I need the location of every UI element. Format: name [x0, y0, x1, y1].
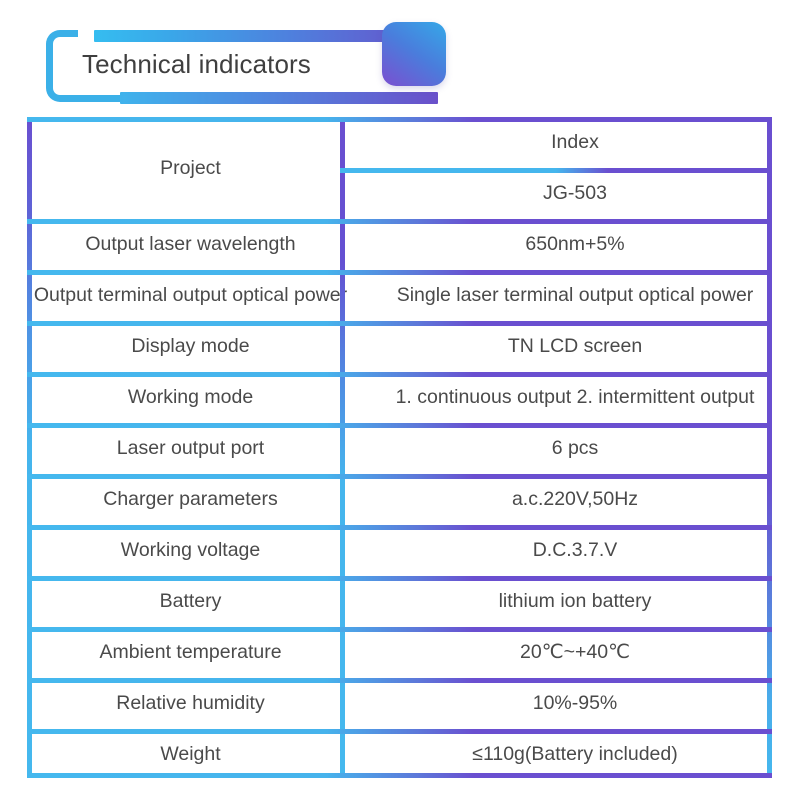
table-row: Charger parameters a.c.220V,50Hz [27, 474, 796, 525]
cell-label-relative-humidity: Relative humidity [27, 678, 354, 729]
cell-model: JG-503 [354, 168, 796, 219]
cell-project-header: Project [27, 117, 354, 219]
cell-value-weight: ≤110g(Battery included) [354, 729, 796, 780]
cell-value-working-mode: 1. continuous output 2. intermittent out… [354, 372, 796, 423]
cell-label-display-mode: Display mode [27, 321, 354, 372]
table-row: Ambient temperature 20℃~+40℃ [27, 627, 796, 678]
cell-label-output-port: Laser output port [27, 423, 354, 474]
cell-value-display-mode: TN LCD screen [354, 321, 796, 372]
table-row: Output laser wavelength 650nm+5% [27, 219, 796, 270]
table-row: JG-503 [27, 168, 796, 219]
cell-index-header: Index [354, 117, 796, 168]
cell-label-working-voltage: Working voltage [27, 525, 354, 576]
table-row: Relative humidity 10%-95% [27, 678, 796, 729]
cell-label-charger: Charger parameters [27, 474, 354, 525]
cell-label-wavelength: Output laser wavelength [27, 219, 354, 270]
cell-value-ambient-temperature: 20℃~+40℃ [354, 627, 796, 678]
cell-value-working-voltage: D.C.3.7.V [354, 525, 796, 576]
cell-label-battery: Battery [27, 576, 354, 627]
cell-value-charger: a.c.220V,50Hz [354, 474, 796, 525]
table-row: Output terminal output optical power Sin… [27, 270, 796, 321]
page-title: Technical indicators [82, 49, 311, 79]
cell-label-weight: Weight [27, 729, 354, 780]
table-row: Working mode 1. continuous output 2. int… [27, 372, 796, 423]
technical-indicators-table: Project Index JG-503 Output laser wavele… [27, 117, 796, 780]
table-row: Display mode TN LCD screen [27, 321, 796, 372]
page-header: Technical indicators [0, 0, 800, 117]
header-bar-bottom-icon [120, 92, 438, 104]
cell-value-wavelength: 650nm+5% [354, 219, 796, 270]
table-row: Weight ≤110g(Battery included) [27, 729, 796, 780]
header-bar-top-icon [94, 30, 438, 42]
cell-value-output-port: 6 pcs [354, 423, 796, 474]
table-row: Battery lithium ion battery [27, 576, 796, 627]
cell-label-ambient-temperature: Ambient temperature [27, 627, 354, 678]
table-body: Project Index JG-503 Output laser wavele… [27, 117, 796, 780]
header-square-icon [382, 22, 446, 86]
table-row: Project Index [27, 117, 796, 219]
cell-label-working-mode: Working mode [27, 372, 354, 423]
cell-label-terminal-power: Output terminal output optical power [27, 270, 354, 321]
cell-value-terminal-power: Single laser terminal output optical pow… [354, 270, 796, 321]
table-row: Working voltage D.C.3.7.V [27, 525, 796, 576]
cell-value-battery: lithium ion battery [354, 576, 796, 627]
table-row: Laser output port 6 pcs [27, 423, 796, 474]
cell-value-relative-humidity: 10%-95% [354, 678, 796, 729]
